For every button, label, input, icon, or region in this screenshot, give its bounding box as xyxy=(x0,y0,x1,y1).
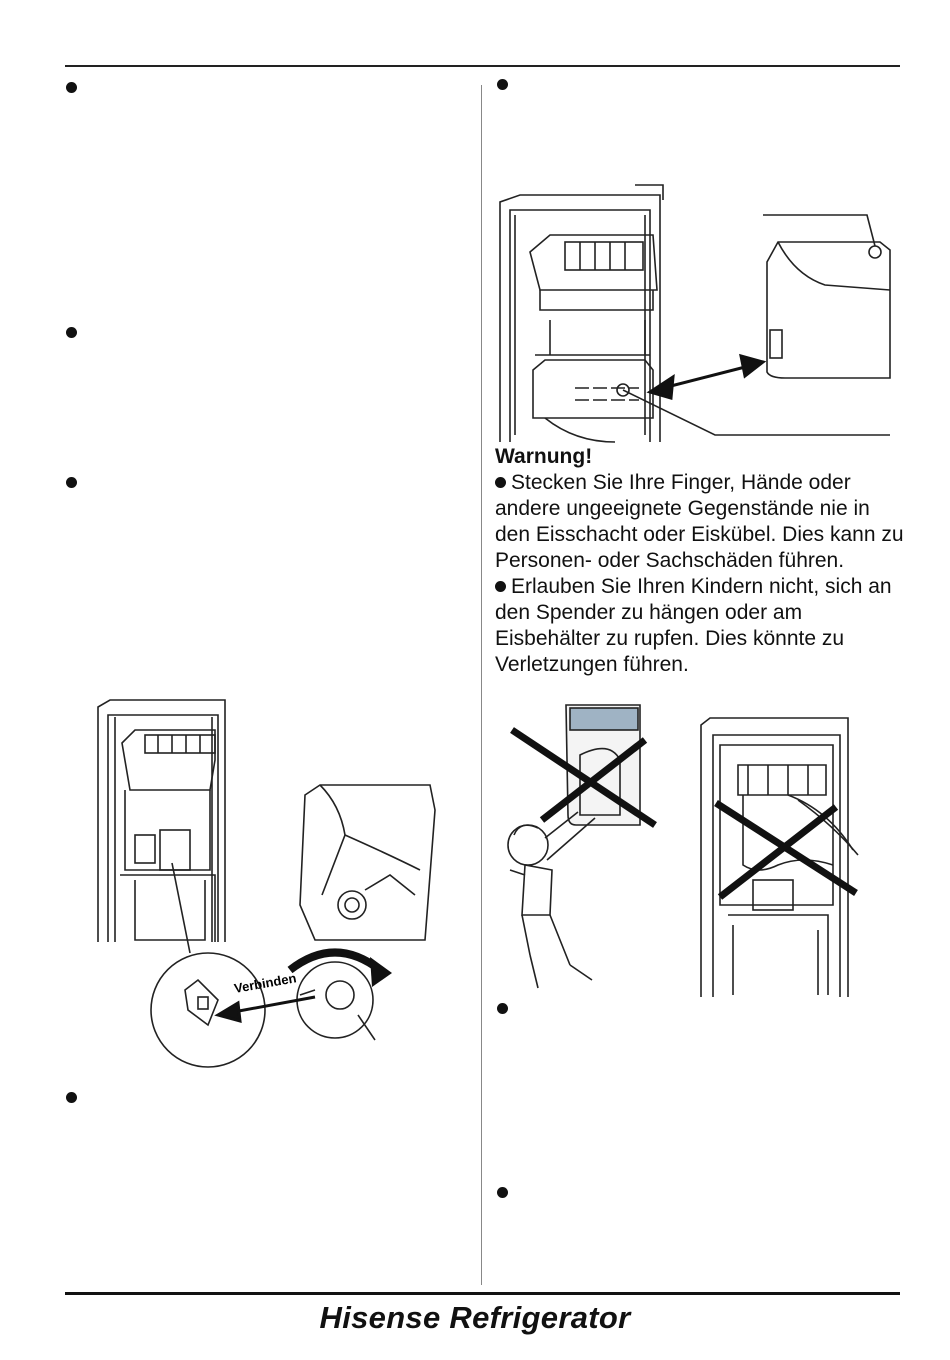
bullet-left-3 xyxy=(66,477,77,488)
bullet-dot xyxy=(495,477,506,488)
bullet-right-2 xyxy=(497,1003,508,1014)
bullet-right-3 xyxy=(497,1187,508,1198)
ice-bucket-removal-figure xyxy=(499,184,891,443)
pulling-bin-warning-figure xyxy=(700,717,859,997)
child-hanging-warning-figure xyxy=(507,704,657,989)
warning-item: Stecken Sie Ihre Finger, Hände oder ande… xyxy=(495,470,905,574)
warning-item: Erlauben Sie Ihren Kindern nicht, sich a… xyxy=(495,574,905,678)
connect-label: Verbinden xyxy=(233,970,298,996)
warning-title: Warnung! xyxy=(495,445,593,468)
bullet-left-1 xyxy=(66,82,77,93)
bullet-right-1 xyxy=(497,79,508,90)
bullet-dot xyxy=(495,581,506,592)
footer-brand: Hisense Refrigerator xyxy=(319,1300,631,1335)
warning-item-text: Stecken Sie Ihre Finger, Hände oder ande… xyxy=(495,471,904,572)
warning-item-text: Erlauben Sie Ihren Kindern nicht, sich a… xyxy=(495,575,892,676)
header-rule xyxy=(65,65,900,67)
bullet-left-2 xyxy=(66,327,77,338)
bullet-left-4 xyxy=(66,1092,77,1103)
footer-rule xyxy=(65,1292,900,1295)
column-divider xyxy=(481,85,482,1285)
ice-bucket-connection-figure: Verbinden xyxy=(97,699,436,1068)
warning-section: Warnung! Stecken Sie Ihre Finger, Hände … xyxy=(495,444,905,678)
